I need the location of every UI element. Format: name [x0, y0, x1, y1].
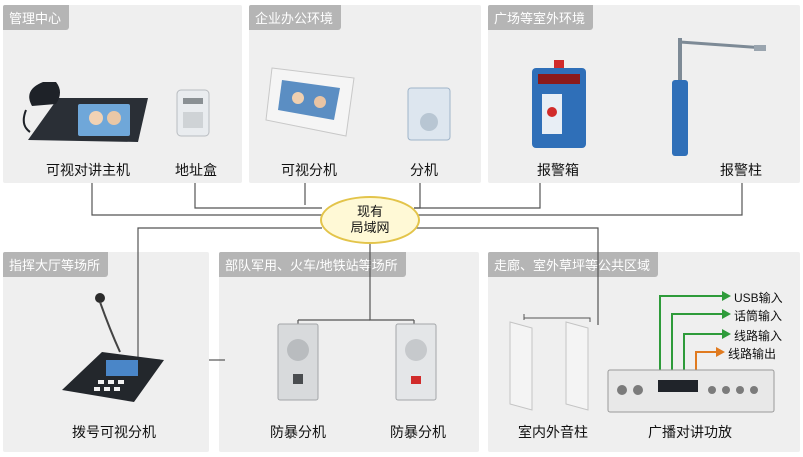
lan-hub-line2: 局域网: [350, 220, 390, 235]
alarm-box-image: [532, 60, 586, 148]
video-intercom-host-image: [22, 82, 148, 142]
panel-corridor: 走廊、室外草坪等公共区域: [488, 252, 800, 452]
dial-video-extension-image: [62, 293, 164, 402]
label-host: 可视对讲主机: [46, 162, 130, 178]
panel-title-corridor: 走廊、室外草坪等公共区域: [488, 252, 659, 277]
label-dial-video-ext: 拨号可视分机: [72, 424, 156, 440]
panel-command: 指挥大厅等场所: [3, 252, 209, 452]
panel-outdoor: 广场等室外环境: [488, 5, 800, 183]
label-alarm-box: 报警箱: [537, 162, 579, 178]
label-video-ext-office: 可视分机: [281, 162, 337, 178]
panel-title-management: 管理中心: [3, 5, 70, 30]
label-explosion-ext-2: 防暴分机: [390, 424, 446, 440]
explosion-proof-ext-1-image: [277, 323, 319, 401]
address-box-image: [176, 89, 210, 137]
extension-image: [407, 87, 451, 141]
lan-hub-line1: 现有: [356, 204, 383, 219]
video-extension-image: [265, 67, 355, 137]
io-usb-in: USB输入: [734, 291, 783, 305]
column-speakers-image: [509, 321, 589, 411]
label-amplifier: 广播对讲功放: [648, 424, 732, 440]
explosion-proof-ext-2-image: [395, 323, 437, 401]
broadcast-amplifier-image: [607, 369, 775, 413]
panel-title-office: 企业办公环境: [249, 5, 342, 30]
io-line-out: 线路输出: [728, 347, 777, 361]
panel-title-military: 部队军用、火车/地铁站等场所: [219, 252, 406, 277]
lan-hub: 现有 局域网: [320, 196, 420, 244]
io-line-in: 线路输入: [734, 329, 783, 343]
label-alarm-pole: 报警柱: [720, 162, 762, 178]
label-ext-office: 分机: [410, 162, 438, 178]
panel-title-command: 指挥大厅等场所: [3, 252, 109, 277]
panel-title-outdoor: 广场等室外环境: [488, 5, 594, 30]
label-address-box: 地址盒: [175, 162, 217, 178]
alarm-pole-image: [672, 38, 766, 156]
io-mic-in: 话筒输入: [734, 309, 783, 323]
label-explosion-ext-1: 防暴分机: [270, 424, 326, 440]
label-column-speaker: 室内外音柱: [518, 424, 588, 440]
